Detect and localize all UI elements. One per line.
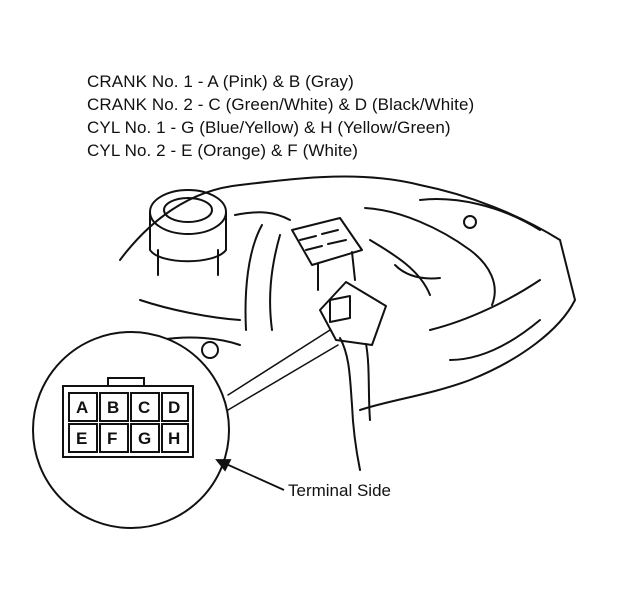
pin-label-f: F (107, 429, 117, 448)
connector-face (62, 377, 194, 458)
spark-plug-wires (244, 224, 281, 331)
pin-label-d: D (168, 398, 180, 417)
legend-line-crank-1: CRANK No. 1 - A (Pink) & B (Gray) (87, 72, 354, 91)
terminal-side-label: Terminal Side (288, 481, 391, 500)
pin-label-b: B (107, 398, 119, 417)
harness-plug (319, 281, 387, 471)
pin-label-g: G (138, 429, 151, 448)
sensor-connector (291, 217, 363, 291)
zoom-pointer-lines (227, 329, 339, 411)
legend-line-crank-2: CRANK No. 2 - C (Green/White) & D (Black… (87, 95, 475, 114)
engine-outline (119, 175, 576, 411)
callout-arrow (215, 459, 285, 491)
legend-line-cyl-1: CYL No. 1 - G (Blue/Yellow) & H (Yellow/… (87, 118, 451, 137)
distributor-cap (149, 189, 227, 235)
pin-label-a: A (76, 398, 88, 417)
pin-label-h: H (168, 429, 180, 448)
pin-label-e: E (76, 429, 87, 448)
pin-label-c: C (138, 398, 150, 417)
legend-line-cyl-2: CYL No. 2 - E (Orange) & F (White) (87, 141, 359, 160)
